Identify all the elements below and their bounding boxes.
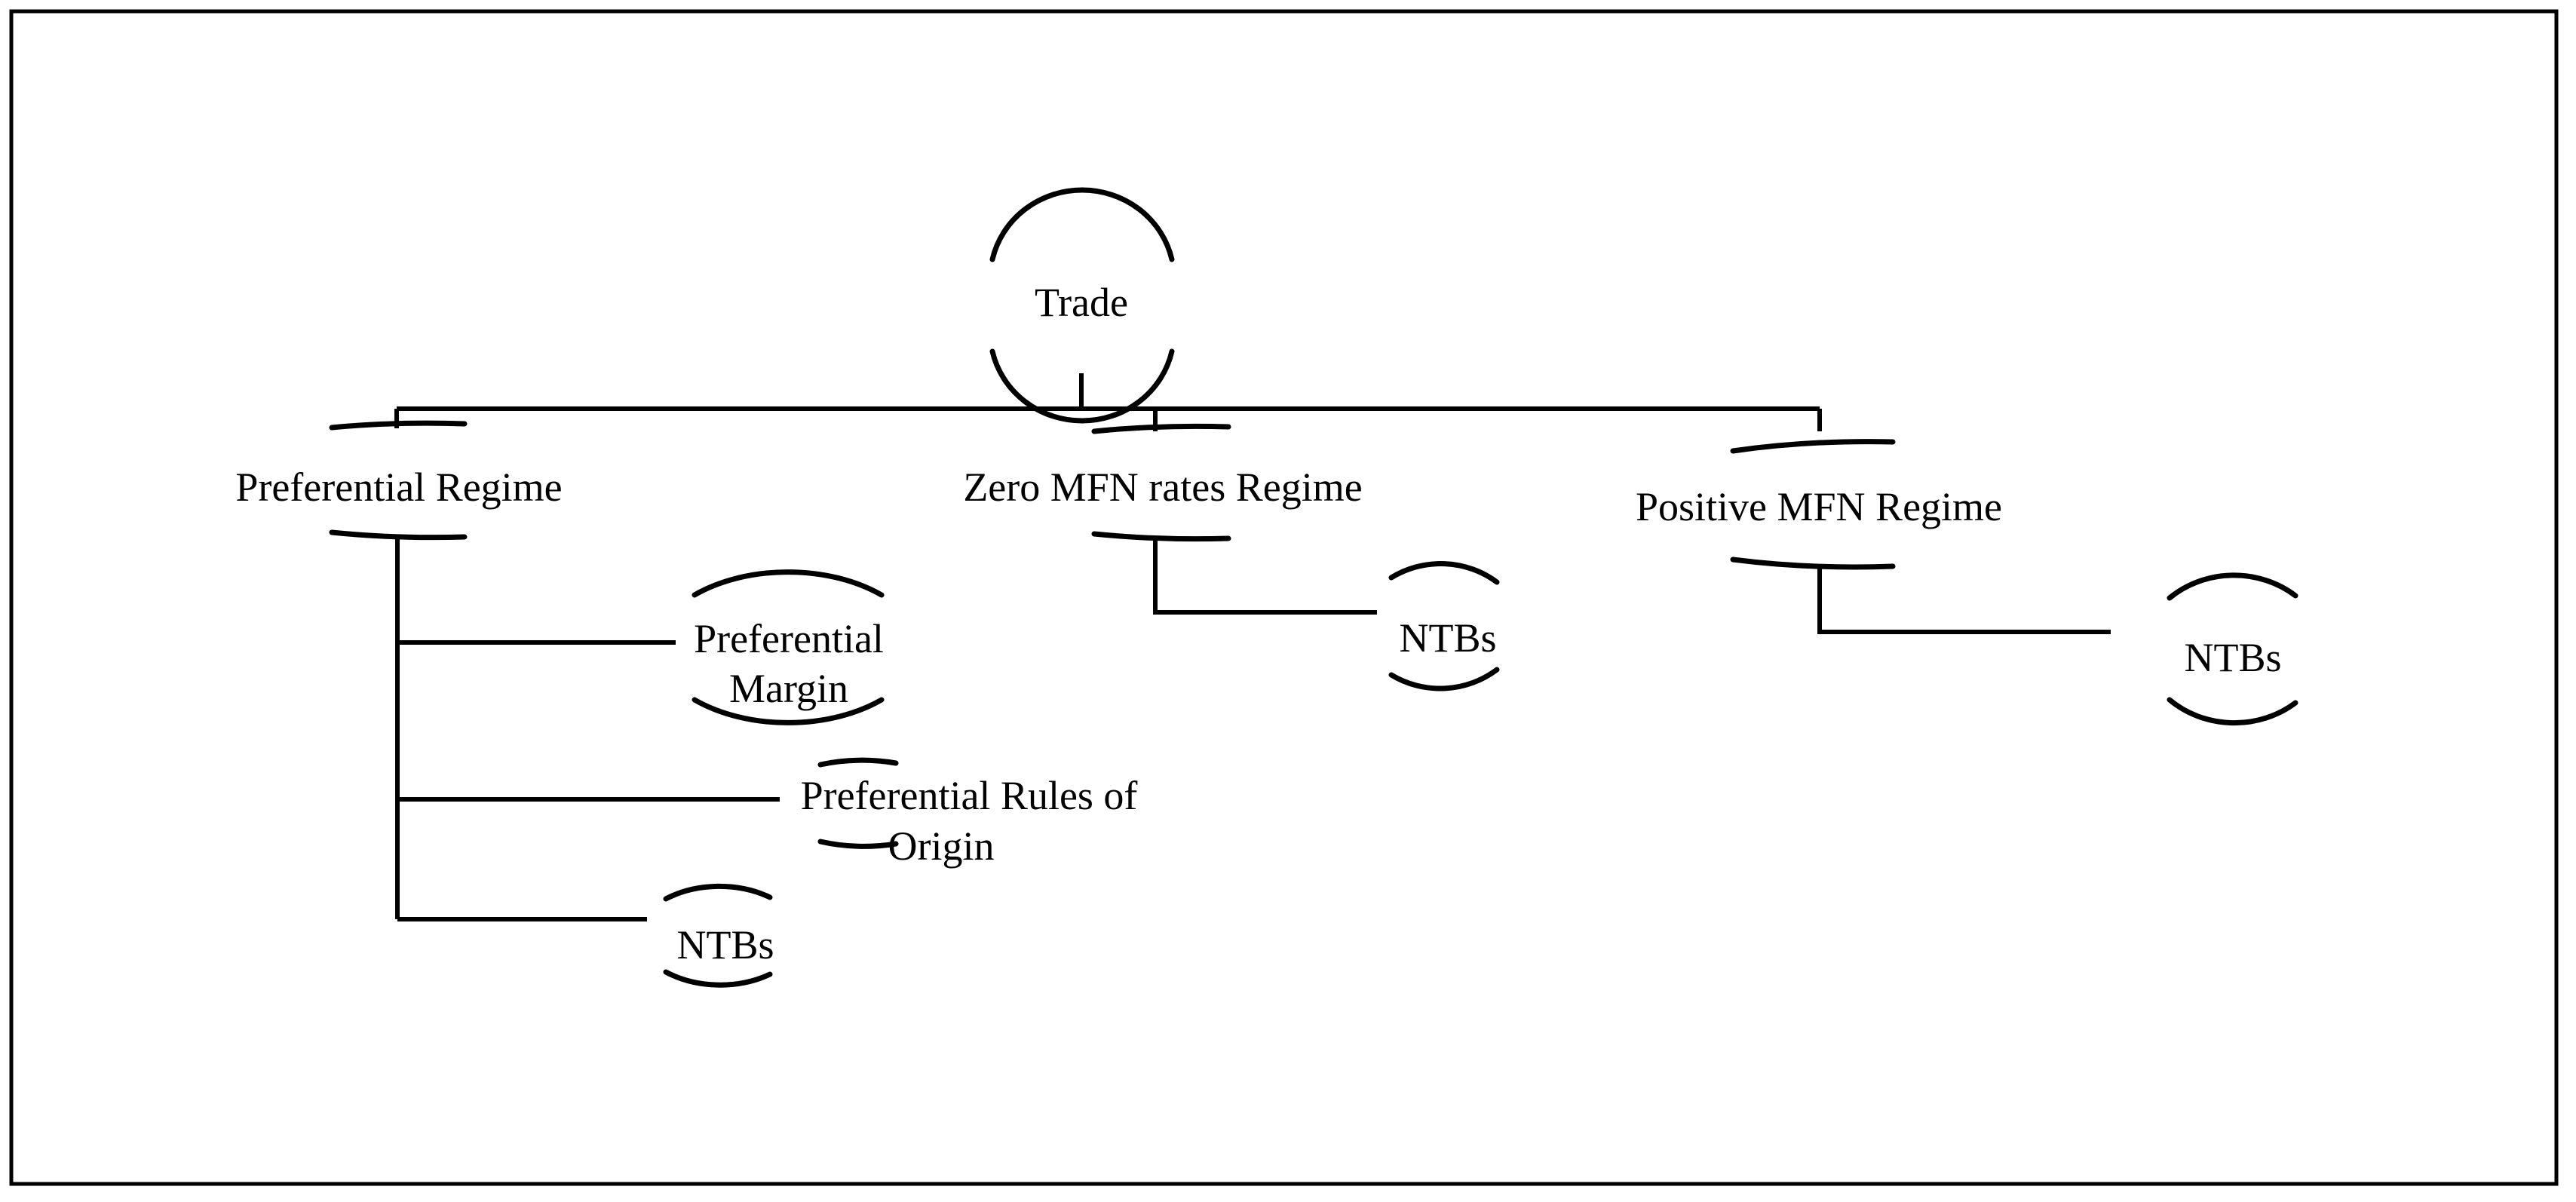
node-zero-mfn-ntbs-arc-bottom	[1388, 667, 1500, 691]
node-preferential-regime-label: Preferential Regime	[235, 465, 562, 510]
node-trade[interactable]: Trade	[989, 187, 1175, 424]
node-zero-mfn-ntbs-label: NTBs	[1399, 615, 1496, 661]
node-positive-mfn-regime[interactable]: Positive MFN Regime	[1636, 439, 2002, 570]
figure-border	[9, 9, 2559, 1186]
node-positive-mfn-regime-label: Positive MFN Regime	[1636, 484, 2002, 529]
node-trade-arc-bottom	[989, 348, 1175, 424]
node-preferential-regime-arc-bottom	[329, 529, 468, 541]
node-positive-mfn-regime-arc-bottom	[1730, 557, 1896, 570]
node-zero-mfn-rates-regime[interactable]: Zero MFN rates Regime	[963, 423, 1363, 542]
node-preferential-margin-arc-top	[692, 569, 885, 598]
node-preferential-ntbs[interactable]: NTBs	[663, 883, 774, 988]
node-preferential-regime[interactable]: Preferential Regime	[235, 420, 563, 541]
node-preferential-ntbs-label: NTBs	[676, 922, 774, 967]
node-preferential-rules-of-origin-label-line2: Origin	[888, 823, 995, 869]
edge-positive-mfn-to-ntbs	[1817, 566, 2111, 634]
node-preferential-rules-of-origin-arc-top	[817, 757, 899, 768]
node-positive-mfn-ntbs-arc-bottom	[2167, 697, 2298, 726]
node-zero-mfn-regime-label: Zero MFN rates Regime	[963, 465, 1362, 510]
edge-zero-mfn-to-ntbs	[1153, 538, 1377, 615]
connector-lines	[394, 373, 2111, 921]
node-zero-mfn-regime-arc-top	[1091, 423, 1231, 434]
node-positive-mfn-ntbs-arc-top	[2167, 572, 2298, 601]
node-positive-mfn-regime-arc-top	[1730, 439, 1896, 454]
node-preferential-rules-of-origin-label-line1: Preferential Rules of	[801, 773, 1138, 818]
node-zero-mfn-ntbs-arc-top	[1388, 561, 1500, 585]
node-preferential-rules-of-origin-arc-bottom	[817, 839, 899, 849]
node-preferential-margin-arc-bottom	[692, 697, 885, 725]
node-zero-mfn-ntbs[interactable]: NTBs	[1388, 561, 1500, 691]
node-preferential-margin-label-line1: Preferential	[694, 616, 884, 661]
node-preferential-margin[interactable]: Preferential Margin	[692, 569, 885, 725]
node-preferential-ntbs-arc-bottom	[663, 969, 773, 988]
node-positive-mfn-ntbs-label: NTBs	[2184, 635, 2281, 680]
node-zero-mfn-regime-arc-bottom	[1091, 531, 1231, 542]
node-trade-arc-top	[989, 187, 1175, 262]
node-positive-mfn-ntbs[interactable]: NTBs	[2167, 572, 2298, 726]
node-preferential-ntbs-arc-top	[663, 883, 773, 902]
node-preferential-margin-label-line2: Margin	[729, 666, 848, 711]
node-preferential-rules-of-origin[interactable]: Preferential Rules of Origin	[801, 757, 1138, 869]
node-trade-label: Trade	[1035, 280, 1128, 325]
node-preferential-regime-arc-top	[329, 420, 468, 431]
